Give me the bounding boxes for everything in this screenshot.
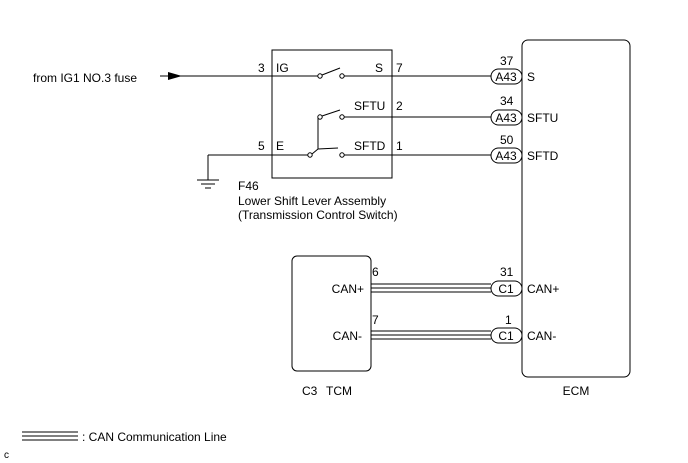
ecm-pin-sftu-name: SFTU [527,111,558,125]
footer-mark: c [4,450,9,461]
switch-pin-ig-number: 3 [258,61,265,75]
tcm-pin-can-plus-number: 6 [372,265,379,279]
switch-pin-e-number: 5 [258,139,265,153]
ecm-pin-can-plus-connector: C1 [498,282,514,296]
ecm-pin-sftd-connector-badge [490,147,523,164]
can-minus-line [371,330,491,340]
switch-name-line1: Lower Shift Lever Assembly [238,194,386,208]
tcm-pin-can-minus-name: CAN- [333,329,362,343]
switch-pin-sftd-name: SFTD [354,139,386,153]
ecm-pin-can-minus-number: 1 [505,313,512,327]
ecm-pin-can-minus-connector-badge [490,327,523,344]
ecm-pin-sftu-number: 34 [500,94,514,108]
ecm-pin-can-plus-number: 31 [500,265,514,279]
switch-pin-ig-name: IG [276,61,289,75]
ecm-pin-can-plus-name: CAN+ [527,282,559,296]
switch-code: F46 [238,179,259,193]
ecm-pin-s-name: S [527,70,535,84]
switch-pin-s-number: 7 [396,61,403,75]
tcm-name: TCM [326,384,352,398]
tcm-code: C3 [302,384,318,398]
switch-pin-sftu-name: SFTU [354,99,385,113]
can-plus-line [371,283,491,293]
switch-name-line2: (Transmission Control Switch) [238,208,398,222]
legend-can-line-symbol [22,431,78,441]
switch-pin-s-name: S [375,61,383,75]
tcm-box [291,255,372,372]
tcm-pin-can-plus-name: CAN+ [332,282,364,296]
switch-assembly-box [271,49,393,179]
ecm-pin-s-connector-badge [490,68,523,85]
ecm-pin-can-minus-connector: C1 [498,329,514,343]
tcm-pin-can-minus-number: 7 [372,313,379,327]
ig-s-switch [272,67,392,79]
switch-pin-sftu-number: 2 [396,99,403,113]
source-label: from IG1 NO.3 fuse [33,71,137,85]
ecm-pin-can-minus-name: CAN- [527,329,556,343]
ecm-pin-sftd-number: 50 [500,133,514,147]
legend-text: : CAN Communication Line [82,430,227,444]
ecm-pin-sftd-connector: A43 [495,149,517,163]
ecm-pin-sftu-connector: A43 [495,111,517,125]
ecm-pin-sftd-name: SFTD [527,149,559,163]
ecm-name: ECM [563,384,590,398]
ecm-pin-can-plus-connector-badge [490,280,523,297]
ecm-pin-s-number: 37 [500,54,514,68]
ecm-box [521,39,631,378]
switch-pin-e-name: E [276,139,284,153]
e-shift-switch [272,109,392,158]
switch-pin-sftd-number: 1 [396,139,403,153]
ecm-pin-sftu-connector-badge [490,109,523,126]
ecm-pin-s-connector: A43 [495,70,517,84]
ground-symbol [197,154,272,189]
